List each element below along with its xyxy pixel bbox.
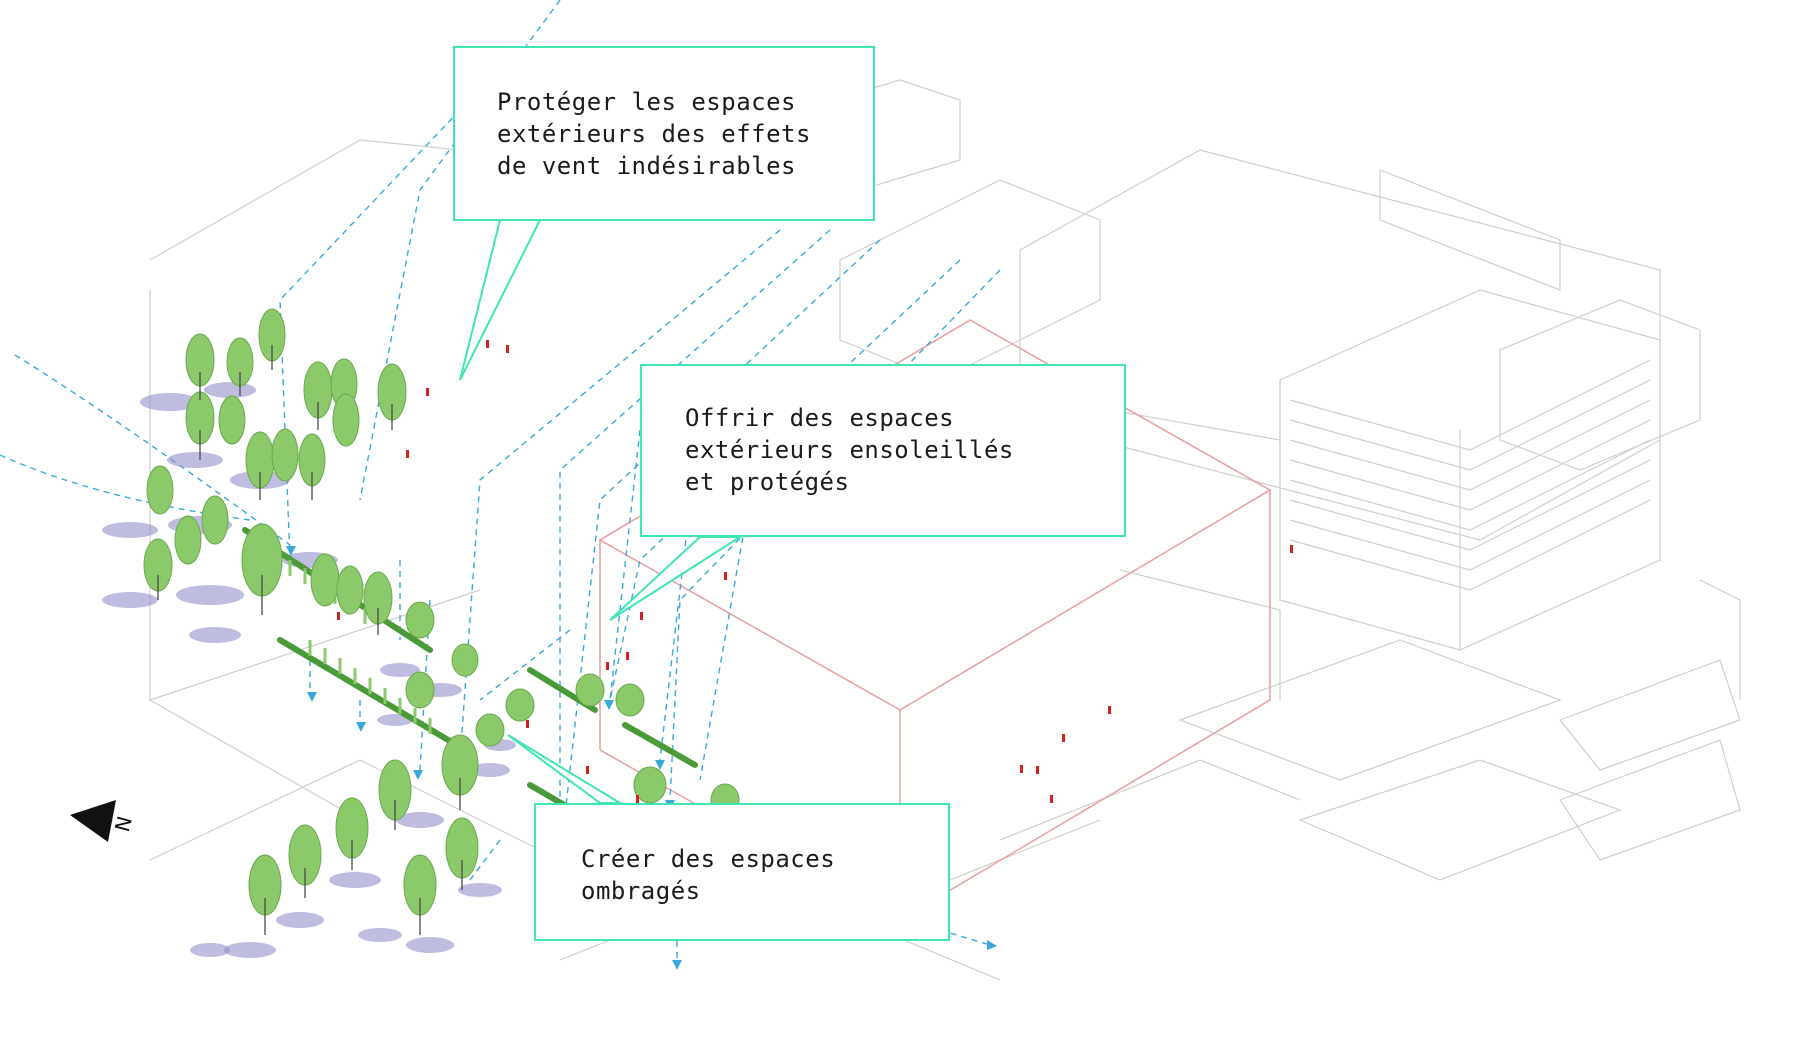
callout-shaded-spaces: Créer des espaces ombragés [534, 803, 950, 941]
callout-sunny-spaces: Offrir des espaces extérieurs ensoleillé… [640, 364, 1126, 537]
tree-trunks [157, 345, 463, 935]
north-arrow-icon [70, 800, 116, 842]
callout-shade-text: Créer des espaces ombragés [581, 845, 836, 905]
trees [143, 308, 740, 916]
people [337, 340, 1293, 803]
callout-wind-protection: Protéger les espaces extérieurs des effe… [453, 46, 875, 221]
callout-wind-text: Protéger les espaces extérieurs des effe… [497, 88, 811, 180]
callout-sun-text: Offrir des espaces extérieurs ensoleillé… [685, 404, 1014, 496]
